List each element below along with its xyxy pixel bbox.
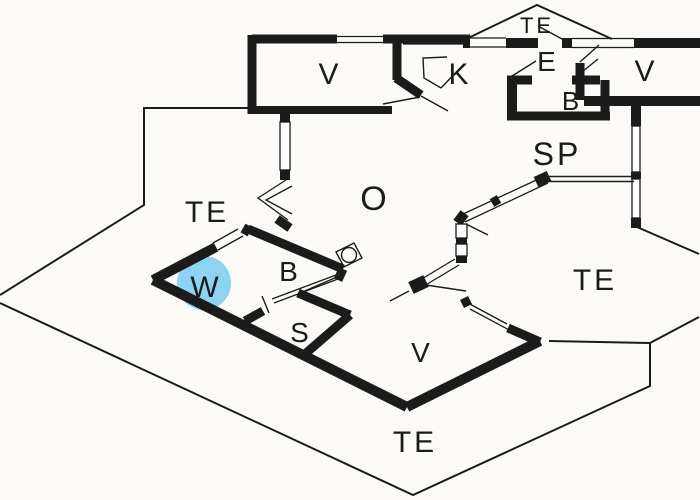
door-swing: [425, 284, 467, 292]
kitchen-counter-lines: [422, 56, 465, 89]
room-label-v-top-left: V: [318, 58, 341, 91]
door-swing: [465, 223, 489, 236]
room-label-e: E: [537, 46, 559, 77]
room-label-w: W: [190, 271, 221, 304]
room-label-te-top: TE: [520, 13, 554, 38]
window: [631, 178, 641, 219]
door-swing: [420, 95, 449, 112]
exterior-wall-right: [631, 101, 641, 228]
door-swing: [389, 290, 410, 302]
room-label-v-bottom: V: [411, 337, 433, 368]
door-swing: [511, 60, 537, 77]
sp-boundary: [389, 171, 634, 302]
room-labels: TE V K E V B SP O TE W B S V TE TE: [185, 13, 657, 459]
roof-outline: [461, 3, 613, 42]
room-label-b-mid: B: [279, 256, 301, 287]
exterior-wall-top: [403, 25, 700, 49]
room-label-o: O: [360, 180, 389, 218]
room-v-top-right-walls: [575, 44, 700, 106]
terrace-right-outline: [636, 226, 700, 344]
window: [279, 121, 291, 171]
room-v-top-left-walls: [247, 34, 470, 114]
terrace-bottom-outline: [0, 302, 651, 497]
room-label-te-bottom: TE: [393, 426, 437, 459]
room-label-k: K: [448, 58, 471, 91]
stove-icon: [335, 242, 363, 268]
window: [455, 243, 468, 257]
left-wall-window-zigzag: [256, 110, 293, 232]
door-swing: [440, 63, 465, 89]
door-swing: [261, 295, 270, 314]
room-label-sp: SP: [533, 136, 582, 172]
window: [455, 223, 468, 239]
door-swing: [537, 25, 563, 40]
door-swing: [579, 44, 600, 63]
room-label-v-top-right: V: [634, 55, 657, 88]
room-label-b-top: B: [562, 86, 582, 116]
door-swing: [382, 96, 421, 105]
door-swing: [299, 276, 338, 294]
window: [631, 125, 641, 173]
room-label-s: S: [290, 317, 312, 348]
lower-section-walls: [150, 223, 543, 412]
terrace-left-outline: [0, 107, 250, 296]
room-label-te-right: TE: [573, 264, 617, 297]
room-label-te-left: TE: [185, 196, 229, 229]
